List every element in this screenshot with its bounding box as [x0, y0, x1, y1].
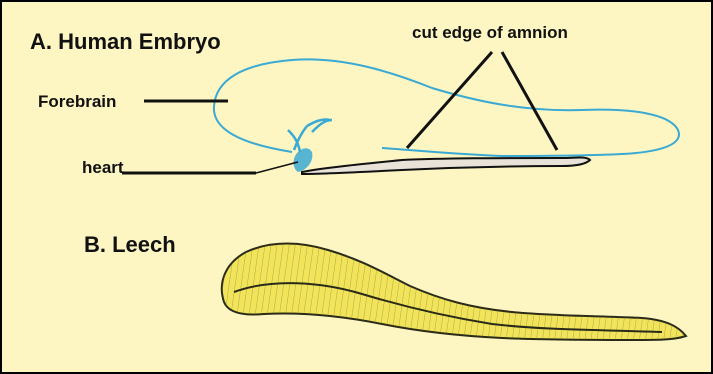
leech-ring-texture — [222, 244, 686, 341]
embryo-neck-vessels — [288, 119, 332, 152]
amnion-label: cut edge of amnion — [412, 23, 568, 43]
amnion-leader-line-right — [502, 52, 557, 150]
embryo-outline — [214, 59, 679, 156]
heart-leader-extension — [256, 162, 298, 173]
forebrain-label: Forebrain — [38, 92, 116, 112]
panel-a-title: A. Human Embryo — [30, 29, 221, 55]
heart-label: heart — [82, 158, 124, 178]
panel-b-title: B. Leech — [84, 232, 176, 258]
embryo-heart-region — [294, 148, 313, 172]
amnion-cut-edge — [302, 158, 590, 175]
